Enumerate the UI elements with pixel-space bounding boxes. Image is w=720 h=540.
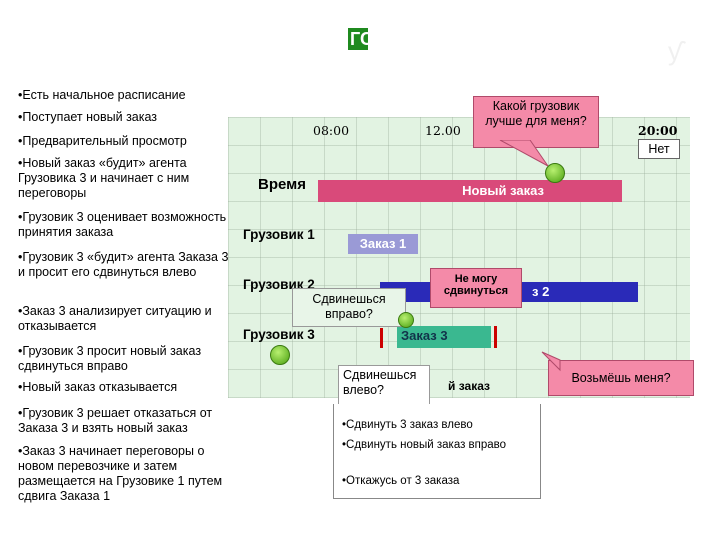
order-3-right-marker bbox=[494, 326, 497, 348]
no-callout: Нет bbox=[638, 139, 680, 159]
step-6: •Грузовик 3 «будит» агента Заказа 3 и пр… bbox=[18, 250, 229, 279]
order-3-left-marker bbox=[380, 328, 383, 348]
step-9: •Новый заказ отказывается bbox=[18, 380, 178, 394]
new-order-label: Новый заказ bbox=[462, 183, 544, 198]
step-11: •Заказ 3 начинает переговоры о новом пер… bbox=[18, 444, 223, 503]
schedule-panel bbox=[228, 117, 690, 398]
step-10: •Грузовик 3 решает отказаться от Заказа … bbox=[18, 406, 213, 435]
options-menu: •Сдвинуть 3 заказ влево •Сдвинуть новый … bbox=[333, 404, 541, 499]
smiley-icon bbox=[398, 312, 414, 328]
move-left-callout: Сдвинешься влево? bbox=[338, 365, 430, 405]
step-1: •Есть начальное расписание bbox=[18, 88, 186, 102]
time-1200: 12.00 bbox=[425, 123, 461, 138]
step-7: •Заказ 3 анализирует ситуацию и отказыва… bbox=[18, 304, 212, 333]
option-shift-order-3-left: •Сдвинуть 3 заказ влево bbox=[342, 419, 473, 431]
step-3: •Предварительный просмотр bbox=[18, 134, 187, 148]
step-8: •Грузовик 3 просит новый заказ сдвинутьс… bbox=[18, 344, 202, 373]
option-decline-order-3: •Откажусь от 3 заказа bbox=[342, 475, 460, 487]
time-2000: 20:00 bbox=[638, 123, 678, 138]
smiley-icon bbox=[270, 345, 290, 365]
which-truck-tail bbox=[499, 140, 549, 167]
cant-move-callout: Не могу сдвинуться bbox=[430, 268, 522, 308]
title-fragment: ГС bbox=[348, 28, 368, 50]
step-5: •Грузовик 3 оценивает возможность принят… bbox=[18, 210, 227, 239]
option-shift-new-order-right: •Сдвинуть новый заказ вправо bbox=[342, 439, 507, 451]
step-4: •Новый заказ «будит» агента Грузовика 3 … bbox=[18, 156, 190, 200]
step-2: •Поступает новый заказ bbox=[18, 110, 158, 124]
new-order-bar: Новый заказ bbox=[318, 180, 622, 202]
take-me-callout: Возьмёшь меня? bbox=[548, 360, 694, 396]
corner-mark: ƴ bbox=[668, 36, 681, 66]
new-order-partial: й заказ bbox=[448, 379, 490, 393]
order-3-bar: Заказ 3 bbox=[397, 326, 491, 348]
smiley-icon bbox=[545, 163, 565, 183]
time-0800: 08:00 bbox=[313, 123, 350, 138]
truck-3-label: Грузовик 3 bbox=[243, 327, 315, 342]
truck-1-label: Грузовик 1 bbox=[243, 227, 315, 242]
move-right-callout: Сдвинешься вправо? bbox=[292, 288, 406, 327]
time-axis-label: Время bbox=[258, 176, 306, 193]
take-me-tail bbox=[541, 351, 561, 372]
order-1-bar: Заказ 1 bbox=[348, 234, 418, 254]
which-truck-callout: Какой грузовик лучше для меня? bbox=[473, 96, 599, 148]
